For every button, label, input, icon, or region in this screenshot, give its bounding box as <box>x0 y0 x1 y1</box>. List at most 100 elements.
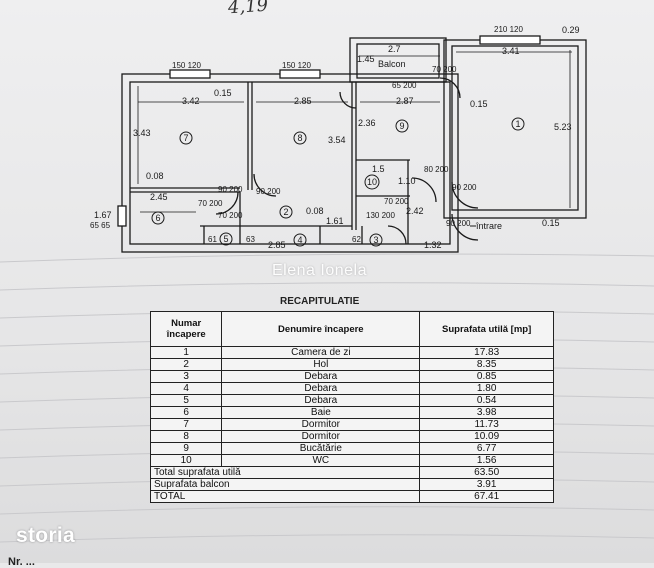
dim-label: 0.15 <box>470 99 488 109</box>
room-area-cell: 3.98 <box>419 406 554 419</box>
dim-label: 1.67 <box>94 210 112 220</box>
room-name-cell: Bucătărie <box>221 442 421 455</box>
room-num-cell: 2 <box>149 358 223 371</box>
dim-label: 3.41 <box>502 46 520 56</box>
room-num-cell: 8 <box>149 430 223 443</box>
dim-label: 3.54 <box>328 135 346 145</box>
room-name-cell: WC <box>221 454 421 467</box>
col-header-name: Denumire încapere <box>221 311 421 347</box>
dim-label: 2.7 <box>388 44 401 54</box>
dim-label: 0.29 <box>562 25 580 35</box>
room-number: 10 <box>367 177 377 187</box>
room-area-cell: 11.73 <box>419 418 554 431</box>
room-name-cell: Baie <box>221 406 421 419</box>
room-number: 2 <box>283 207 288 217</box>
room-num-cell: 4 <box>149 382 223 395</box>
dim-label: 1.32 <box>424 240 442 250</box>
room-num-cell: 9 <box>149 442 223 455</box>
room-num-cell: 3 <box>149 370 223 383</box>
dim-label: 0.15 <box>214 88 232 98</box>
dim-label: 2.85 <box>294 96 312 106</box>
balcony-label: Balcon <box>378 59 406 69</box>
door-dim-label: 62 <box>352 235 361 244</box>
total-label-cell: TOTAL <box>149 490 421 503</box>
total-value-cell: 67.41 <box>419 490 554 503</box>
door-dim-label: 70 200 <box>384 197 409 206</box>
room-area-cell: 0.85 <box>419 370 554 383</box>
col-header-area: Suprafata utilă [mp] <box>419 311 554 347</box>
room-marker <box>219 232 233 246</box>
room-area-cell: 17.83 <box>419 346 554 359</box>
room-area-cell: 0.54 <box>419 394 554 407</box>
room-marker <box>364 174 380 190</box>
room-num-cell: 1 <box>149 346 223 359</box>
room-name-cell: Debara <box>221 382 421 395</box>
room-name-cell: Debara <box>221 370 421 383</box>
dim-label: 0.08 <box>306 206 324 216</box>
door-dim-label: 70 200 <box>198 199 223 208</box>
door-dim-label: 65 200 <box>392 81 417 90</box>
room-marker <box>511 117 525 131</box>
entrance-label: întrare <box>475 221 502 231</box>
room-number: 9 <box>399 121 404 131</box>
room-number: 5 <box>223 234 228 244</box>
door-dim-label: 90 200 <box>452 183 477 192</box>
room-number: 8 <box>297 133 302 143</box>
dim-label: 2.42 <box>406 206 424 216</box>
footer-text-fragment: Nr. ... <box>8 556 35 568</box>
door-dim-label: 90 200 <box>256 187 281 196</box>
agent-watermark: Elena Ionela <box>272 262 367 279</box>
room-name-cell: Debara <box>221 394 421 407</box>
room-num-cell: 5 <box>149 394 223 407</box>
window-dim-label: 65 65 <box>90 221 111 230</box>
table-header-row: Numar încapere Denumire încapere Suprafa… <box>149 311 554 347</box>
window-dim-label: 210 120 <box>494 25 523 34</box>
dim-label: 1.10 <box>398 176 416 186</box>
room-marker <box>395 119 409 133</box>
room-number: 7 <box>183 133 188 143</box>
total-label-cell: Suprafata balcon <box>149 478 421 491</box>
dim-label: 3.43 <box>133 128 151 138</box>
col-header-number: Numar încapere <box>149 311 223 347</box>
room-number: 6 <box>155 213 160 223</box>
dim-label: 1.45 <box>357 54 375 64</box>
dim-label: 2.85 <box>268 240 286 250</box>
floor-plan: 2.7 1.45 3.41 0.29 3.42 0.15 2.85 2.87 0… <box>90 25 587 253</box>
balcony-outline <box>349 37 447 83</box>
door-dim-label: 61 <box>208 235 217 244</box>
room-name-cell: Camera de zi <box>221 346 421 359</box>
dim-label: 2.87 <box>396 96 414 106</box>
dim-label: 0.15 <box>542 218 560 228</box>
door-dim-label: 70 200 <box>432 65 457 74</box>
room-num-cell: 10 <box>149 454 223 467</box>
room-name-cell: Hol <box>221 358 421 371</box>
room-area-cell: 1.56 <box>419 454 554 467</box>
dim-label: 2.45 <box>150 192 168 202</box>
window-dim-label: 150 120 <box>172 61 201 70</box>
door-dim-label: 90 200 <box>218 185 243 194</box>
dim-label: 5.23 <box>554 122 572 132</box>
window-dim-label: 150 120 <box>282 61 311 70</box>
room-marker <box>293 233 307 247</box>
room-area-cell: 1.80 <box>419 382 554 395</box>
room-marker <box>151 211 165 225</box>
recap-table: Numar încapere Denumire încapere Suprafa… <box>149 311 554 503</box>
room-marker <box>179 131 193 145</box>
room-num-cell: 7 <box>149 418 223 431</box>
dim-label: 1.5 <box>372 164 385 174</box>
door-dim-label: 130 200 <box>366 211 395 220</box>
dim-label: 0.08 <box>146 171 164 181</box>
room-marker <box>369 233 383 247</box>
room-number: 4 <box>297 235 302 245</box>
door-dim-label: 80 200 <box>424 165 449 174</box>
room-name-cell: Dormitor <box>221 418 421 431</box>
